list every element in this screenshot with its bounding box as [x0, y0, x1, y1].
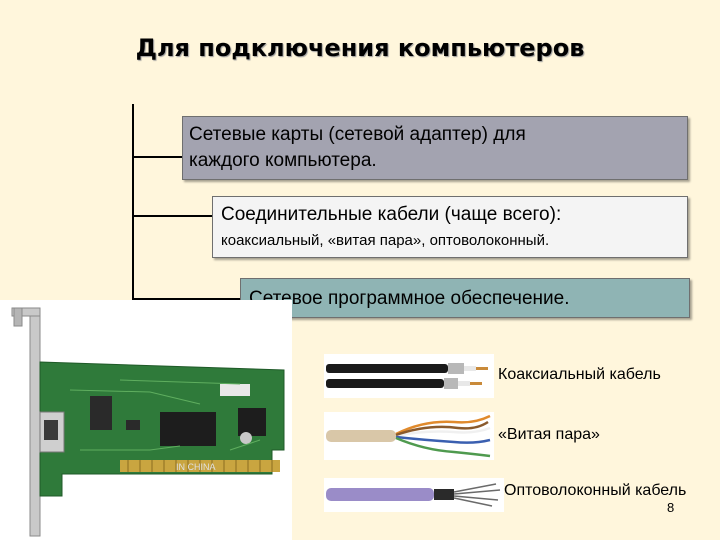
- item-cables-main: Соединительные кабели (чаще всего):: [221, 204, 562, 225]
- tree-branch-1: [132, 156, 182, 158]
- item-network-cards-line2: каждого компьютера.: [189, 150, 377, 171]
- twisted-pair-label: «Витая пара»: [498, 426, 600, 443]
- network-card-photo: IN CHINA: [0, 300, 292, 540]
- item-software: Сетевое программное обеспечение.: [240, 278, 690, 318]
- fiber-optic-label: Оптоволоконный кабель: [504, 482, 687, 499]
- tree-branch-3: [132, 298, 240, 300]
- item-cables-sub: коаксиальный, «витая пара», оптоволоконн…: [221, 232, 550, 249]
- slide-title: Для подключения компьютеров: [135, 34, 585, 62]
- tree-trunk: [132, 104, 134, 300]
- coaxial-cable-photo: [324, 354, 494, 398]
- tree-branch-2: [132, 215, 212, 217]
- item-cables: Соединительные кабели (чаще всего): коак…: [212, 196, 688, 258]
- coaxial-cable-label: Коаксиальный кабель: [498, 366, 661, 383]
- fiber-optic-photo: [324, 478, 504, 512]
- page-number: 8: [667, 500, 675, 515]
- item-network-cards-line1: Сетевые карты (сетевой адаптер) для: [189, 124, 526, 145]
- twisted-pair-photo: [324, 412, 494, 460]
- pcb-label: IN CHINA: [176, 462, 216, 472]
- item-network-cards: Сетевые карты (сетевой адаптер) для кажд…: [182, 116, 688, 180]
